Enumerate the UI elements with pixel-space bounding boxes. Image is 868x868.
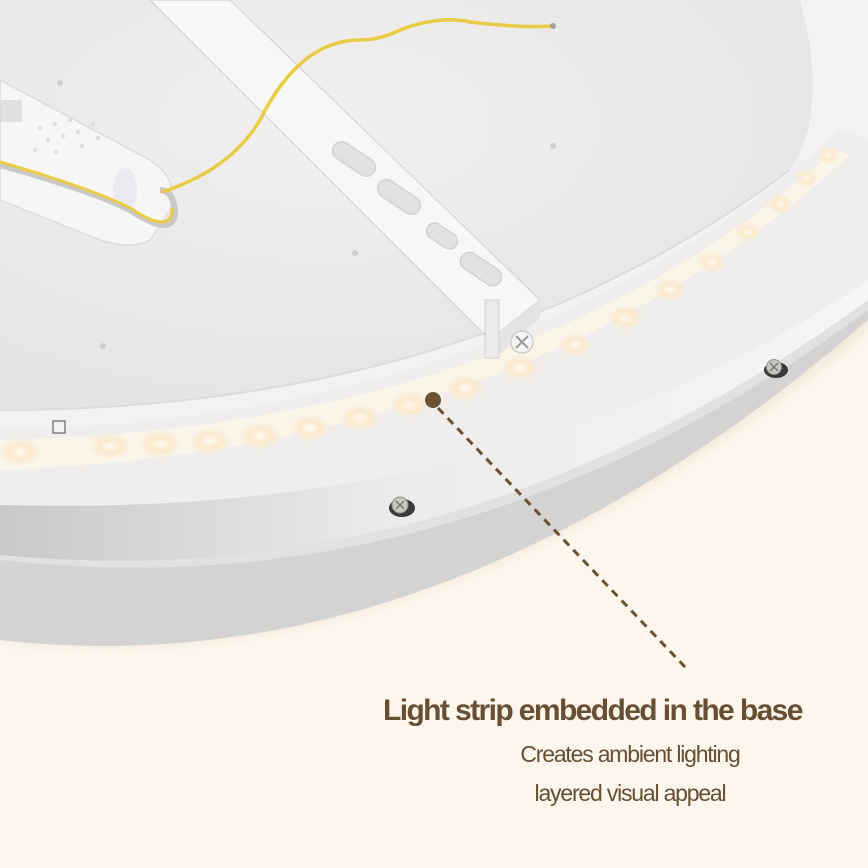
bracket-screw-icon	[510, 330, 534, 354]
led-dots	[0, 145, 839, 466]
led-driver-box	[0, 79, 212, 246]
led-strip	[0, 150, 850, 470]
wires	[0, 18, 556, 228]
rim-screw-icon	[764, 359, 788, 378]
connector-clip	[52, 420, 66, 434]
rim-screw-icon	[389, 496, 415, 517]
mounting-bracket	[148, 0, 542, 359]
callout-leader	[425, 392, 688, 670]
